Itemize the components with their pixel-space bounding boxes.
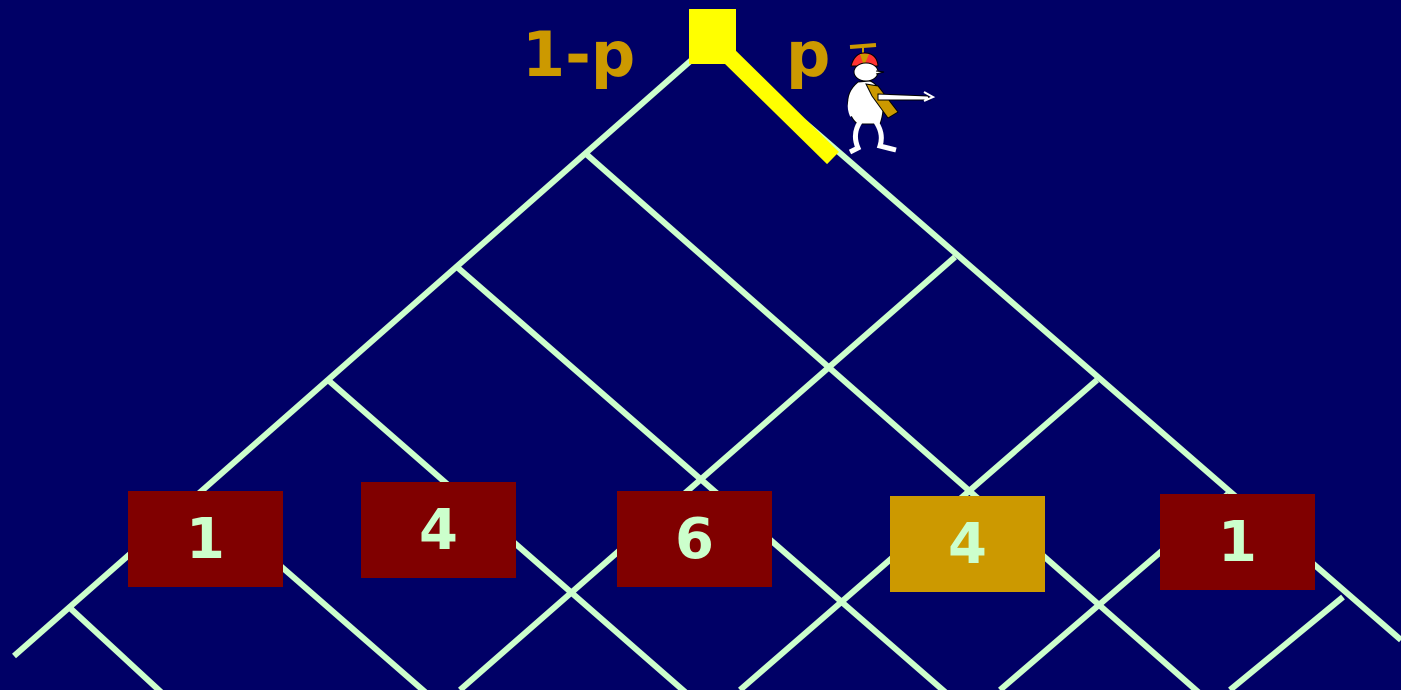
bin-box-highlighted: 4 [890,496,1045,592]
lattice-lines [14,42,1401,690]
lattice-line [460,257,955,690]
bin-value: 4 [419,498,458,563]
bin-value: 1 [186,507,225,572]
lattice-line [70,608,175,690]
bin-value: 1 [1218,510,1257,575]
bin-value: 4 [948,512,987,577]
right-probability-label: p [786,18,830,91]
bin-box: 4 [361,482,516,578]
bin-box: 6 [617,491,772,587]
bin-box: 1 [1160,494,1315,590]
propeller-cap-man-icon [848,45,933,152]
lattice-line [1230,597,1343,690]
left-probability-label: 1-p [522,18,635,91]
bin-value: 6 [675,507,714,572]
lattice-line [585,153,1230,690]
bin-box: 1 [128,491,283,587]
